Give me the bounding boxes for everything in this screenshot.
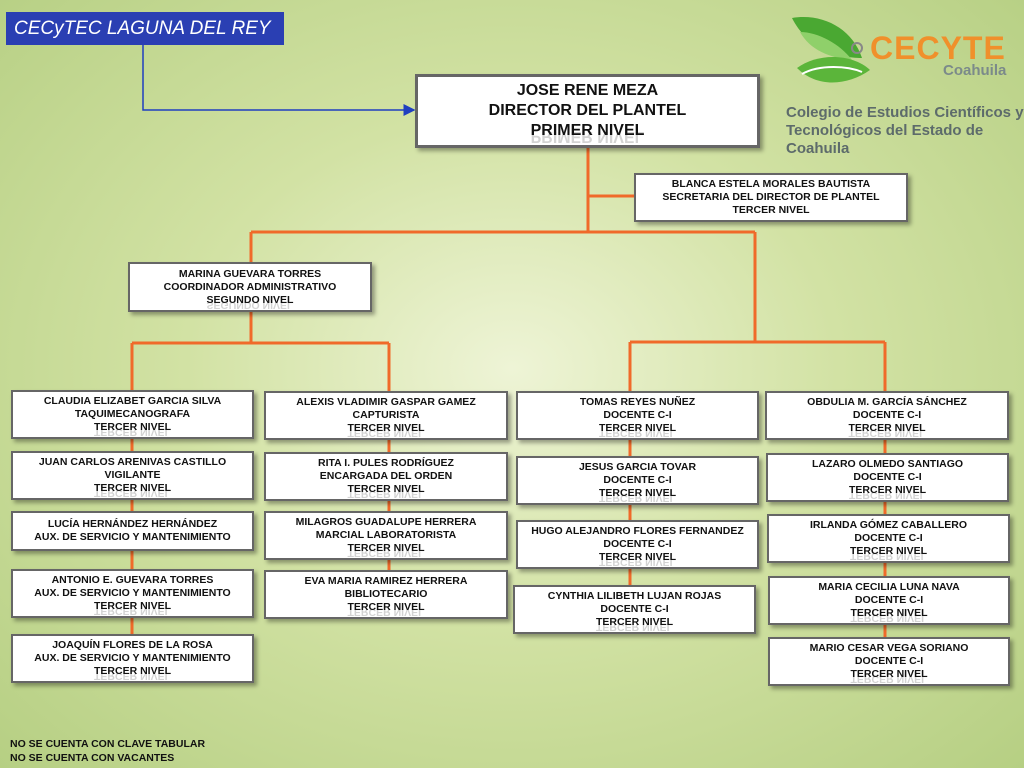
staff-role: ENCARGADA DEL ORDEN bbox=[319, 470, 453, 482]
logo-brand: CECYTE bbox=[870, 30, 1006, 66]
staff-box: JESUS GARCIA TOVAR DOCENTE C-I TERCER NI… bbox=[516, 456, 759, 505]
staff-box: MARIO CESAR VEGA SORIANO DOCENTE C-I TER… bbox=[768, 637, 1010, 686]
staff-role: TAQUIMECANOGRAFA bbox=[74, 408, 191, 420]
title-arrow bbox=[142, 45, 416, 116]
staff-name: EVA MARIA RAMIREZ HERRERA bbox=[304, 575, 468, 587]
staff-name: MILAGROS GUADALUPE HERRERA bbox=[295, 516, 477, 528]
staff-name: OBDULIA M. GARCÍA SÁNCHEZ bbox=[807, 396, 967, 408]
staff-level: TERCER NIVEL bbox=[93, 600, 171, 612]
staff-level: TERCER NIVEL bbox=[347, 483, 425, 495]
staff-name: ALEXIS VLADIMIR GASPAR GAMEZ bbox=[296, 396, 476, 408]
director-box: JOSE RENE MEZA DIRECTOR DEL PLANTEL PRIM… bbox=[415, 74, 760, 148]
staff-level: TERCER NIVEL bbox=[850, 668, 928, 680]
staff-box: MARIA CECILIA LUNA NAVA DOCENTE C-I TERC… bbox=[768, 576, 1010, 625]
staff-role: DOCENTE C-I bbox=[852, 409, 922, 421]
staff-level: TERCER NIVEL bbox=[93, 665, 171, 677]
staff-box: CLAUDIA ELIZABET GARCIA SILVA TAQUIMECAN… bbox=[11, 390, 254, 439]
coordinator-name: MARINA GUEVARA TORRES bbox=[178, 267, 322, 280]
note-vacancies: NO SE CUENTA CON VACANTES bbox=[10, 752, 175, 764]
staff-level: TERCER NIVEL bbox=[347, 422, 425, 434]
secretary-role: SECRETARIA DEL DIRECTOR DE PLANTEL bbox=[662, 191, 880, 203]
note-tabular: NO SE CUENTA CON CLAVE TABULAR bbox=[10, 738, 206, 750]
staff-role: DOCENTE C-I bbox=[603, 474, 672, 486]
staff-level: TERCER NIVEL bbox=[848, 484, 926, 496]
staff-role: CAPTURISTA bbox=[352, 409, 420, 421]
staff-name: IRLANDA GÓMEZ CABALLERO bbox=[809, 519, 968, 531]
staff-name: LAZARO OLMEDO SANTIAGO bbox=[811, 458, 964, 470]
staff-role: AUX. DE SERVICIO Y MANTENIMIENTO bbox=[34, 652, 231, 664]
logo-line-1: Colegio de Estudios Científicos y bbox=[786, 104, 1024, 121]
staff-name: TOMAS REYES NUÑEZ bbox=[579, 396, 696, 408]
staff-box: IRLANDA GÓMEZ CABALLERO DOCENTE C-I TERC… bbox=[767, 514, 1010, 563]
staff-box: LAZARO OLMEDO SANTIAGO DOCENTE C-I TERCE… bbox=[766, 453, 1009, 502]
staff-box: RITA I. PULES RODRÍGUEZ ENCARGADA DEL OR… bbox=[264, 452, 508, 501]
coordinator-level: SEGUNDO NIVEL bbox=[206, 293, 294, 306]
staff-role: DOCENTE C-I bbox=[600, 603, 669, 615]
staff-role: DOCENTE C-I bbox=[853, 471, 922, 483]
coordinator-role: COORDINADOR ADMINISTRATIVO bbox=[163, 280, 337, 293]
staff-level: TERCER NIVEL bbox=[598, 422, 676, 434]
staff-role: DOCENTE C-I bbox=[854, 532, 923, 544]
staff-level: TERCER NIVEL bbox=[850, 607, 928, 619]
logo-state: Coahuila bbox=[943, 62, 1007, 79]
staff-level: TERCER NIVEL bbox=[347, 601, 425, 613]
staff-level: TERCER NIVEL bbox=[93, 421, 171, 433]
staff-name: CYNTHIA LILIBETH LUJAN ROJAS bbox=[547, 590, 722, 602]
director-level: PRIMER NIVEL bbox=[530, 122, 645, 139]
cecyte-logo: CECYTE Coahuila Colegio de Estudios Cien… bbox=[778, 6, 1024, 157]
staff-name: MARIO CESAR VEGA SORIANO bbox=[809, 642, 969, 654]
staff-level: TERCER NIVEL bbox=[595, 616, 673, 628]
staff-role: BIBLIOTECARIO bbox=[344, 588, 428, 600]
director-name: JOSE RENE MEZA bbox=[516, 82, 659, 99]
staff-role: DOCENTE C-I bbox=[854, 594, 924, 606]
staff-box: LUCÍA HERNÁNDEZ HERNÁNDEZ AUX. DE SERVIC… bbox=[11, 511, 254, 551]
staff-name: RITA I. PULES RODRÍGUEZ bbox=[318, 457, 454, 469]
staff-name: JESUS GARCIA TOVAR bbox=[578, 461, 697, 473]
coordinator-box: MARINA GUEVARA TORRES COORDINADOR ADMINI… bbox=[128, 262, 372, 312]
staff-name: HUGO ALEJANDRO FLORES FERNANDEZ bbox=[531, 525, 744, 537]
staff-box: MILAGROS GUADALUPE HERRERA MARCIAL LABOR… bbox=[264, 511, 508, 560]
staff-level: TERCER NIVEL bbox=[849, 545, 927, 557]
logo-fullname: Colegio de Estudios Científicos y Tecnol… bbox=[786, 104, 1024, 158]
staff-name: ANTONIO E. GUEVARA TORRES bbox=[51, 574, 214, 586]
leaf-icon bbox=[792, 17, 870, 83]
secretary-name: BLANCA ESTELA MORALES BAUTISTA bbox=[671, 178, 871, 190]
staff-role: MARCIAL LABORATORISTA bbox=[315, 529, 457, 541]
campus-title: CECyTEC LAGUNA DEL REY bbox=[6, 12, 284, 45]
logo-line-2: Tecnológicos del Estado de Coahuila bbox=[786, 122, 984, 157]
staff-role: AUX. DE SERVICIO Y MANTENIMIENTO bbox=[34, 587, 231, 599]
staff-box: JUAN CARLOS ARENIVAS CASTILLO VIGILANTE … bbox=[11, 451, 254, 500]
staff-box: HUGO ALEJANDRO FLORES FERNANDEZ DOCENTE … bbox=[516, 520, 759, 569]
staff-level: TERCER NIVEL bbox=[598, 551, 676, 563]
staff-name: JUAN CARLOS ARENIVAS CASTILLO bbox=[38, 456, 227, 468]
staff-level: TERCER NIVEL bbox=[598, 487, 676, 499]
staff-role: VIGILANTE bbox=[104, 469, 161, 481]
staff-level: TERCER NIVEL bbox=[848, 422, 926, 434]
secretary-level: TERCER NIVEL bbox=[732, 204, 810, 216]
staff-name: MARIA CECILIA LUNA NAVA bbox=[818, 581, 960, 593]
staff-box: OBDULIA M. GARCÍA SÁNCHEZ DOCENTE C-I TE… bbox=[765, 391, 1009, 440]
staff-name: CLAUDIA ELIZABET GARCIA SILVA bbox=[43, 395, 222, 407]
staff-level: TERCER NIVEL bbox=[347, 542, 425, 554]
staff-role: DOCENTE C-I bbox=[603, 538, 672, 550]
staff-box: TOMAS REYES NUÑEZ DOCENTE C-I TERCER NIV… bbox=[516, 391, 759, 440]
staff-name: LUCÍA HERNÁNDEZ HERNÁNDEZ bbox=[47, 518, 218, 530]
staff-box: CYNTHIA LILIBETH LUJAN ROJAS DOCENTE C-I… bbox=[513, 585, 756, 634]
staff-box: EVA MARIA RAMIREZ HERRERA BIBLIOTECARIO … bbox=[264, 570, 508, 619]
staff-level: TERCER NIVEL bbox=[93, 482, 171, 494]
staff-name: JOAQUÍN FLORES DE LA ROSA bbox=[52, 639, 213, 651]
staff-box: ANTONIO E. GUEVARA TORRES AUX. DE SERVIC… bbox=[11, 569, 254, 618]
staff-role: DOCENTE C-I bbox=[603, 409, 672, 421]
staff-box: ALEXIS VLADIMIR GASPAR GAMEZ CAPTURISTA … bbox=[264, 391, 508, 440]
staff-role: AUX. DE SERVICIO Y MANTENIMIENTO bbox=[34, 531, 231, 543]
staff-role: DOCENTE C-I bbox=[854, 655, 924, 667]
director-role: DIRECTOR DEL PLANTEL bbox=[488, 102, 687, 119]
staff-box: JOAQUÍN FLORES DE LA ROSA AUX. DE SERVIC… bbox=[11, 634, 254, 683]
secretary-box: BLANCA ESTELA MORALES BAUTISTA SECRETARI… bbox=[634, 173, 908, 222]
footer-notes: NO SE CUENTA CON CLAVE TABULAR NO SE CUE… bbox=[10, 737, 205, 765]
